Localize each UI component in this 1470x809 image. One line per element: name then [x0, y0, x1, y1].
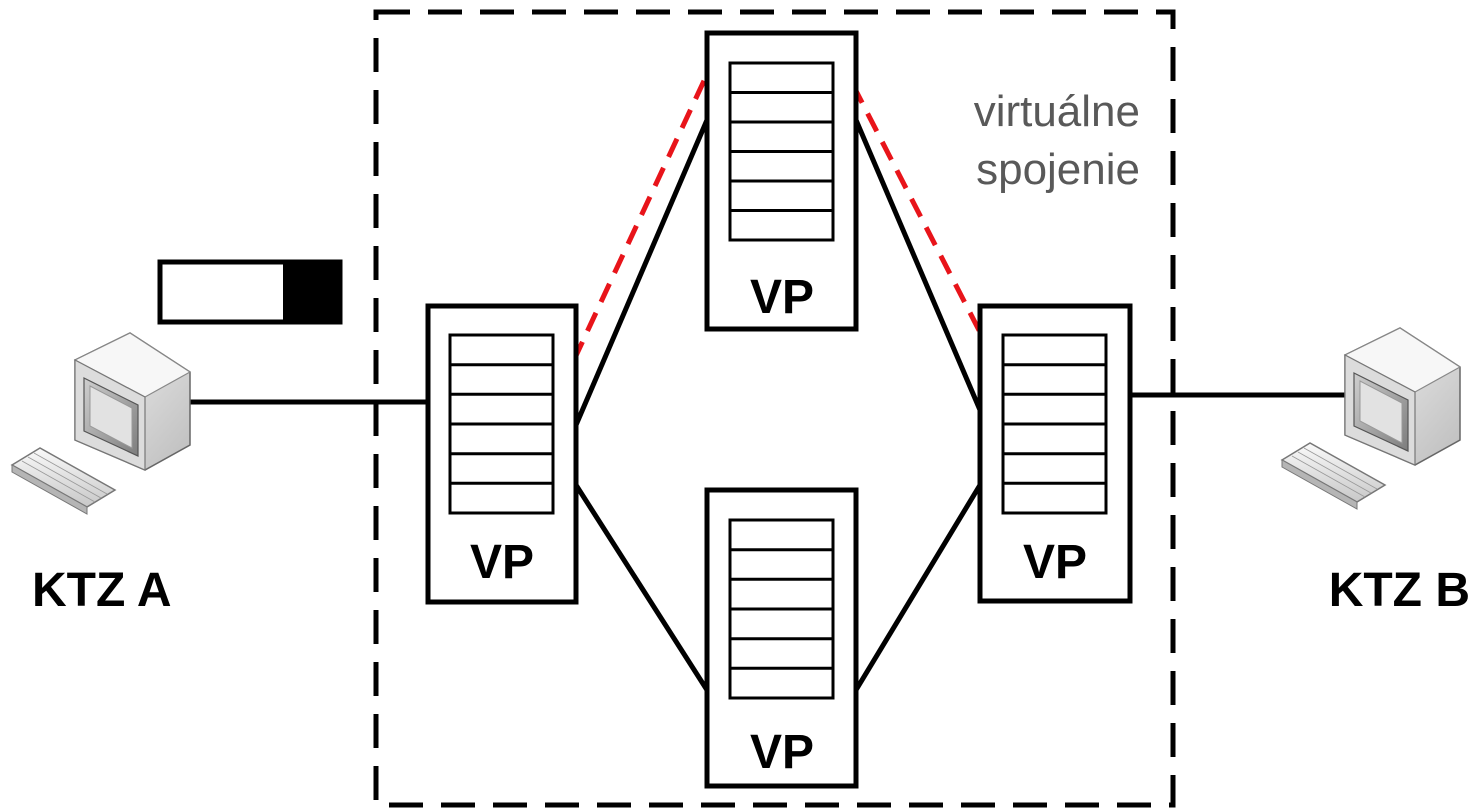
keyboard-icon [10, 447, 117, 515]
link-vp-top-vp-right [853, 119, 983, 411]
virtual-segment-left [571, 68, 712, 362]
vp-buffer-bottom [728, 518, 835, 700]
vp-node-top: VP [704, 30, 859, 332]
physical-links [190, 119, 1350, 692]
terminal-label-b: KTZ B [1329, 564, 1470, 617]
link-vp-left-vp-bottom [573, 483, 710, 692]
vp-label-left: VP [470, 536, 534, 589]
virtual-connection-caption-line2: spojenie [976, 145, 1140, 194]
vp-label-right: VP [1023, 536, 1087, 589]
computer-b [1280, 327, 1462, 510]
terminal-label-a: KTZ A [32, 564, 172, 617]
vp-buffer-left [448, 333, 555, 515]
keyboard-icon [1280, 442, 1387, 510]
vp-node-left: VP [425, 303, 579, 605]
network-boundary [373, 9, 1176, 808]
computer-icon [73, 332, 192, 471]
virtual-segment-right [850, 83, 986, 340]
link-vp-left-vp-top [573, 119, 710, 426]
vp-node-bottom: VP [704, 487, 859, 789]
computer-a [10, 332, 192, 515]
virtual-connection [571, 68, 986, 362]
computer-icon [1343, 327, 1462, 466]
virtual-connection-caption-line1: virtuálne [974, 87, 1140, 136]
vp-label-top: VP [750, 271, 814, 324]
vp-node-right: VP [977, 303, 1133, 604]
vp-buffer-top [728, 61, 835, 242]
packet-icon [157, 259, 343, 325]
link-vp-bottom-vp-right [853, 483, 983, 692]
vp-label-bottom: VP [750, 726, 814, 779]
vp-buffer-right [1001, 333, 1108, 515]
